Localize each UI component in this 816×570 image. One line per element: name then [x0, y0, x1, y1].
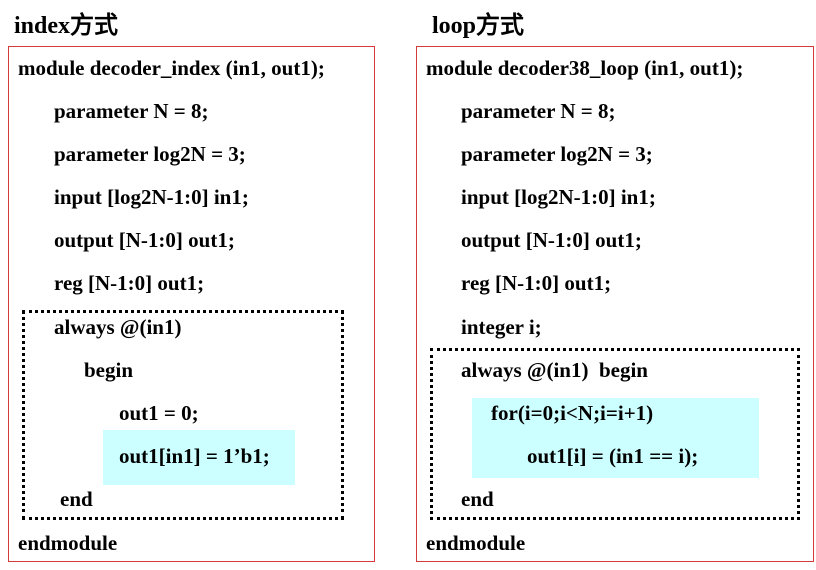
right-highlight-loop — [472, 398, 759, 478]
left-title: index方式 — [14, 13, 119, 39]
right-always-block-box — [430, 348, 800, 520]
right-code-panel — [416, 46, 814, 562]
left-code-panel — [8, 46, 375, 562]
right-code-line-parameter-n: parameter N = 8; — [461, 99, 616, 123]
right-code-line-for: for(i=0;i<N;i=i+1) — [491, 401, 654, 425]
left-code-line-module: module decoder_index (in1, out1); — [18, 56, 325, 80]
right-code-line-end: end — [461, 487, 494, 511]
left-code-line-parameter-n: parameter N = 8; — [54, 99, 209, 123]
right-title: loop方式 — [432, 13, 525, 39]
left-code-line-input: input [log2N-1:0] in1; — [54, 185, 249, 209]
right-code-line-out1-compare: out1[i] = (in1 == i); — [527, 444, 699, 468]
right-code-line-reg: reg [N-1:0] out1; — [461, 271, 612, 295]
right-code-line-always-begin: always @(in1) begin — [461, 358, 648, 382]
left-code-line-output: output [N-1:0] out1; — [54, 228, 235, 252]
right-code-line-endmodule: endmodule — [426, 531, 526, 555]
left-code-line-end: end — [60, 487, 93, 511]
left-highlight-assign — [103, 430, 295, 485]
left-always-block-box — [22, 310, 344, 520]
left-code-line-parameter-log2n: parameter log2N = 3; — [54, 142, 246, 166]
left-code-line-reg: reg [N-1:0] out1; — [54, 271, 205, 295]
right-code-line-output: output [N-1:0] out1; — [461, 228, 642, 252]
right-code-line-integer: integer i; — [461, 315, 542, 339]
left-code-line-out1-index: out1[in1] = 1’b1; — [119, 444, 270, 468]
left-code-line-endmodule: endmodule — [18, 531, 118, 555]
right-code-line-input: input [log2N-1:0] in1; — [461, 185, 656, 209]
left-code-line-out1-zero: out1 = 0; — [119, 401, 199, 425]
left-code-line-always: always @(in1) — [54, 315, 182, 339]
left-code-line-begin: begin — [84, 358, 134, 382]
right-code-line-parameter-log2n: parameter log2N = 3; — [461, 142, 653, 166]
right-code-line-module: module decoder38_loop (in1, out1); — [426, 56, 744, 80]
